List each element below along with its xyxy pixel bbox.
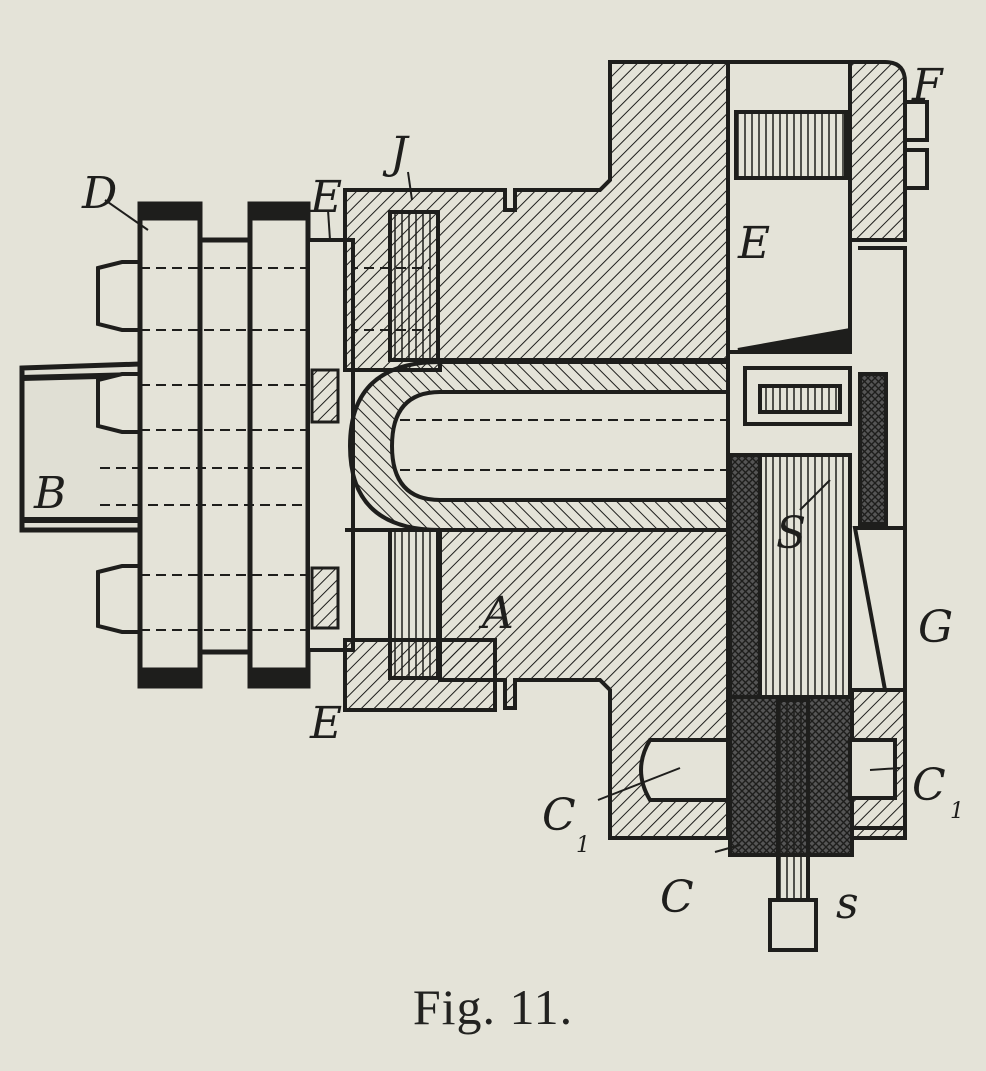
label-e-right: E bbox=[737, 218, 770, 269]
figure-caption: Fig. 11. bbox=[412, 979, 574, 1035]
label-c1-right: C bbox=[912, 760, 946, 811]
label-e-bottom: E bbox=[309, 698, 342, 749]
label-d: D bbox=[81, 168, 117, 219]
collar-e bbox=[306, 238, 355, 652]
bolt-heads bbox=[96, 260, 142, 634]
label-s-lower: s bbox=[836, 878, 859, 929]
label-b: B bbox=[33, 468, 66, 519]
label-c1-left: C bbox=[542, 790, 576, 841]
screw-s bbox=[768, 698, 818, 952]
label-c1-right-sub: 1 bbox=[950, 799, 964, 824]
upper-slide bbox=[726, 60, 852, 426]
label-c1-left-sub: 1 bbox=[576, 833, 590, 858]
label-e-top: E bbox=[309, 172, 342, 223]
label-j: J bbox=[382, 128, 410, 179]
label-c: C bbox=[660, 872, 694, 923]
leader-lines bbox=[104, 171, 901, 853]
label-g: G bbox=[918, 602, 953, 653]
label-a: A bbox=[478, 588, 514, 639]
part-labels: A B C C 1 C 1 D E E E F G J S s bbox=[33, 60, 964, 929]
flange-d bbox=[137, 201, 311, 689]
label-s-upper: S bbox=[776, 508, 806, 559]
label-f: F bbox=[911, 60, 944, 111]
spindle-bore bbox=[347, 360, 730, 532]
